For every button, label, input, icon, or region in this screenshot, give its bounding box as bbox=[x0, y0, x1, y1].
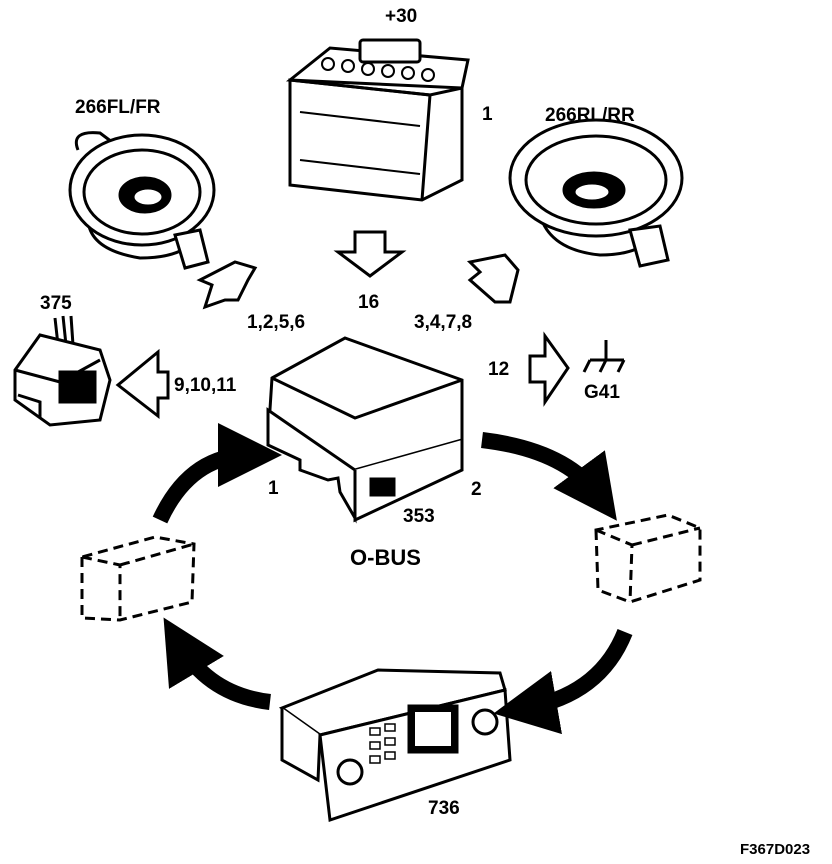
rear-speaker-icon bbox=[508, 118, 684, 268]
bus-in-label: 1 bbox=[268, 478, 279, 499]
front-pins-label: 1,2,5,6 bbox=[247, 312, 306, 333]
arrow-to-rear-speaker-icon bbox=[466, 253, 520, 304]
main-unit-label: 353 bbox=[403, 506, 435, 527]
connector-pins-label: 9,10,11 bbox=[174, 375, 237, 396]
ring-arrow-bottom-right-icon bbox=[493, 628, 633, 735]
battery-ref-label: +30 bbox=[385, 6, 418, 27]
ground-label: G41 bbox=[584, 382, 620, 403]
head-unit-label: 736 bbox=[428, 798, 460, 819]
figure-code-label: F367D023 bbox=[740, 841, 811, 858]
ground-icon bbox=[582, 340, 626, 373]
ground-pin-label: 12 bbox=[488, 359, 510, 380]
ring-arrow-top-left-icon bbox=[152, 423, 282, 524]
battery-icon bbox=[285, 38, 470, 202]
arrow-to-connector-icon bbox=[115, 348, 170, 420]
bus-node-left-icon bbox=[80, 535, 196, 622]
arrow-to-front-speaker-icon bbox=[196, 260, 258, 310]
connector-label: 375 bbox=[40, 293, 72, 314]
bus-out-label: 2 bbox=[471, 479, 482, 500]
rear-pins-label: 3,4,7,8 bbox=[414, 312, 473, 333]
battery-pin-label: 1 bbox=[482, 104, 493, 125]
head-unit-icon bbox=[278, 668, 512, 823]
ring-arrow-bottom-left-icon bbox=[163, 617, 272, 710]
arrow-down-icon bbox=[333, 230, 407, 278]
main-unit-icon bbox=[266, 336, 464, 524]
bus-name-label: O-BUS bbox=[350, 545, 421, 570]
power-pin-label: 16 bbox=[358, 292, 380, 313]
bus-node-right-icon bbox=[594, 513, 702, 604]
ring-arrow-top-right-icon bbox=[481, 432, 617, 521]
arrow-to-ground-icon bbox=[528, 331, 570, 407]
rear-speakers-label: 266RL/RR bbox=[545, 105, 635, 126]
front-speaker-icon bbox=[68, 131, 216, 270]
connector-icon bbox=[13, 315, 112, 427]
front-speakers-label: 266FL/FR bbox=[75, 97, 161, 118]
